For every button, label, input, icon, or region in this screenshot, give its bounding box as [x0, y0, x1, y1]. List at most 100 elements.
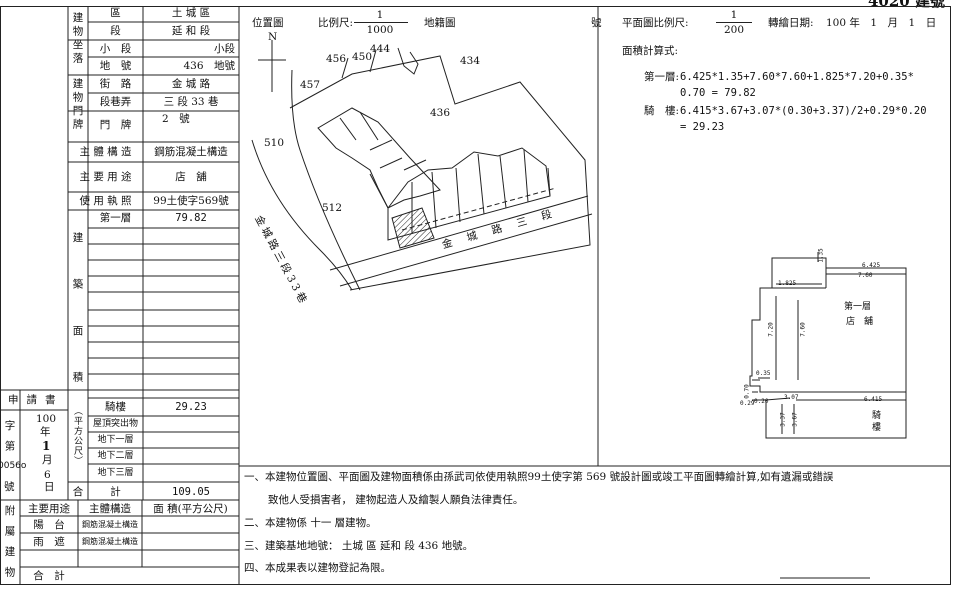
formula-2-line1: 6.415*3.67+3.07*(0.30+3.37)/2+0.29*0.20: [680, 105, 927, 117]
app-day-num: 6: [44, 469, 51, 481]
note-line: 二、本建物係 十一 層建物。: [244, 517, 377, 529]
formula-title: 面積計算式:: [622, 45, 679, 57]
arcade-label-2: 樓: [872, 423, 882, 433]
app-month-num: 1: [42, 439, 51, 453]
extra-floor-value: 29.23: [175, 401, 207, 413]
app-year-unit: 年: [40, 426, 51, 438]
total-prefix: 合: [72, 486, 84, 498]
building-code: 4020 建號: [868, 0, 945, 10]
label-building-area: 建築面積: [71, 232, 84, 418]
label-district: 區: [110, 7, 121, 19]
floor-value: 79.82: [175, 212, 207, 224]
annex-header-structure: 主體構造: [89, 503, 131, 515]
total-value: 109.05: [172, 486, 210, 498]
annex-usage: 陽 台: [33, 519, 65, 531]
label-door: 門 牌: [99, 119, 132, 131]
note-line: 一、本建物位置圖、平面圖及建物面積係由孫武司依使用執照99土使字第 569 號設…: [244, 471, 834, 483]
app-year-num: 100: [36, 413, 57, 425]
formula-1-line2: 0.70 = 79.82: [680, 87, 756, 99]
dimension-label: 0.20: [754, 398, 769, 405]
plan-scale-label: 平面圖比例尺:: [622, 17, 689, 29]
note-line: 四、本成果表以建物登記為限。: [244, 562, 391, 574]
lot-label: 457: [300, 79, 321, 91]
annex-total-label: 合 計: [33, 570, 65, 582]
location-map-title: 位置圖: [252, 17, 284, 29]
label-subsection: 小 段: [99, 43, 132, 55]
north-icon: N: [268, 31, 278, 43]
label-street: 街 路: [99, 78, 132, 90]
label-building-address: 建物門牌: [71, 78, 84, 132]
extra-floor-label: 地下三層: [97, 468, 134, 478]
label-lot-no: 地 號: [99, 60, 132, 72]
extra-floor-label: 地下一層: [97, 435, 134, 445]
value-usage: 店 舖: [175, 171, 207, 183]
dimension-label: 0.70: [743, 384, 751, 399]
formula-2-line2: = 29.23: [680, 121, 725, 133]
annex-structure: 鋼筋混凝土構造: [82, 537, 138, 546]
floor-plan-lines: [749, 252, 907, 439]
extra-floor-label: 屋頂突出物: [92, 419, 138, 429]
annex-structure: 鋼筋混凝土構造: [82, 520, 138, 529]
dimension-label: 6.425: [862, 262, 881, 269]
value-lot-no: 436 地號: [183, 60, 235, 72]
label-lane: 段巷弄: [99, 96, 132, 108]
label-section: 段: [110, 25, 121, 37]
app-serial: 0056o: [0, 461, 27, 471]
value-section: 延 和 段: [171, 25, 211, 37]
label-license: 使 用 執 照: [79, 195, 132, 207]
label-annex: 附屬建物: [3, 505, 16, 587]
location-scale-label: 比例尺:: [318, 17, 354, 29]
plan-date-label: 轉繪日期:: [768, 17, 814, 29]
app-day-unit: 日: [44, 481, 55, 493]
label-area-unit: （平方公尺）: [72, 406, 82, 466]
formula-1-line1: 6.425*1.35+7.60*7.60+1.825*7.20+0.35*: [680, 71, 914, 83]
dimension-label: 1.35: [817, 248, 825, 263]
location-scale-suffix: 地籍圖: [424, 17, 456, 29]
app-month-unit: 月: [42, 454, 53, 466]
formula-1-label: 第一層:: [644, 71, 680, 83]
dimension-label: 7.60: [799, 322, 807, 337]
lot-label: 450: [352, 51, 373, 63]
plan-scale-num: 1: [730, 9, 738, 21]
arcade-label: 騎: [872, 411, 882, 421]
dimension-label: 3.67: [791, 412, 799, 427]
dimension-label: 1.825: [778, 280, 797, 287]
annex-header-area: 面 積(平方公尺): [153, 503, 228, 515]
lot-label: 456: [326, 53, 347, 65]
location-scale-num: 1: [376, 9, 384, 21]
extra-floor-label: 騎樓: [105, 401, 126, 413]
lot-label: 512: [322, 202, 343, 214]
formula-2-label: 騎 樓:: [644, 105, 680, 117]
label-number: 號: [4, 481, 15, 493]
location-scale-den: 1000: [366, 24, 394, 36]
hatched-area: [391, 207, 435, 249]
plan-scale-bar: [716, 22, 752, 23]
plan-number-label: 號: [591, 17, 602, 29]
label-usage: 主 要 用 途: [79, 171, 132, 183]
dimension-label: 7.20: [767, 322, 775, 337]
value-district: 土 城 區: [171, 7, 211, 19]
plan-scale-den: 200: [723, 24, 745, 36]
annex-header-usage: 主要用途: [28, 503, 70, 515]
location-map-lines: [251, 40, 593, 291]
floor-plan-name: 第一層: [844, 302, 872, 312]
label-structure: 主 體 構 造: [79, 146, 132, 158]
annex-usage: 雨 遮: [33, 536, 65, 548]
dimension-label: 0.29: [740, 400, 755, 407]
label-doc-no: 字第: [3, 420, 16, 461]
lot-label: 436: [430, 107, 451, 119]
scale-fraction-bar: [354, 22, 408, 23]
label-building-location: 建物坐落: [71, 12, 84, 66]
value-license: 99土使字569號: [153, 195, 229, 207]
label-applicant: 申請書: [8, 394, 64, 406]
floor-plan-use: 店 舖: [846, 317, 874, 327]
dimension-label: 3.37: [779, 412, 787, 427]
lot-label: 444: [370, 43, 391, 55]
dimension-label: 6.415: [864, 396, 883, 403]
extra-floor-label: 地下二層: [97, 451, 134, 461]
note-line: 致他人受損害者， 建物起造人及繪製人願負法律責任。: [268, 494, 524, 506]
total-label: 計: [110, 486, 121, 498]
value-subsection: 小段: [214, 43, 235, 55]
